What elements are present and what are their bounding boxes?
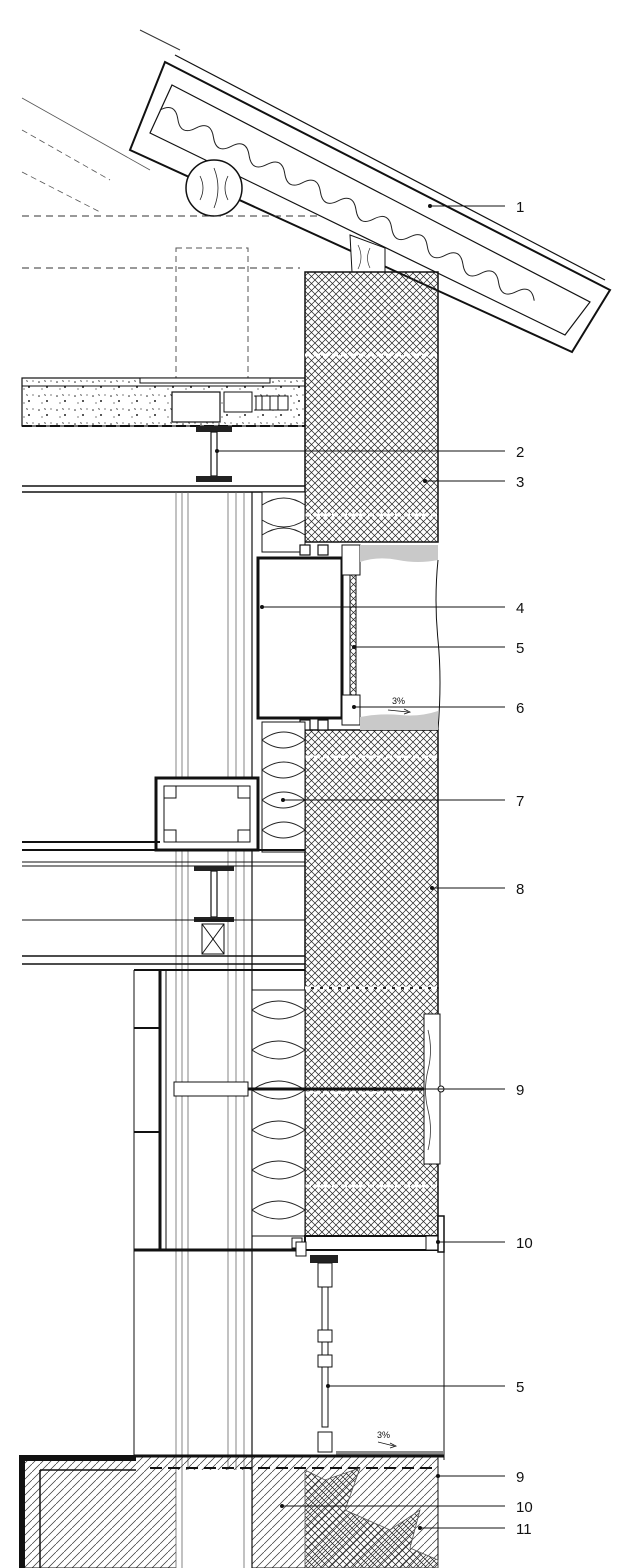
callout-5-upper: 5: [516, 640, 524, 657]
interior-mullions: [175, 492, 253, 1520]
insulation-lower: [251, 989, 306, 1237]
column-outline: [175, 247, 249, 379]
steel-beam-upper: [22, 426, 305, 493]
exterior-wall: [304, 271, 441, 1237]
callout-10-upper: 10: [516, 1235, 533, 1252]
slope-label-lower: 3%: [377, 1430, 390, 1440]
callout-10-lower: 10: [516, 1499, 533, 1516]
callout-5-lower: 5: [516, 1379, 524, 1396]
window-lower: 3%: [291, 1215, 445, 1460]
insulation-mid: [261, 721, 306, 853]
callout-7: 7: [516, 793, 524, 810]
callout-2: 2: [516, 444, 524, 461]
callout-8: 8: [516, 881, 524, 898]
callout-4: 4: [516, 600, 524, 617]
callout-11: 11: [516, 1521, 532, 1538]
foundation: [19, 1454, 444, 1568]
window-upper: 3%: [256, 544, 438, 731]
callout-6: 6: [516, 700, 524, 717]
callout-leaders: [215, 204, 505, 1530]
callout-3: 3: [516, 474, 524, 491]
upper-floor-slab: [21, 377, 306, 427]
callout-9-lower: 9: [516, 1469, 524, 1486]
insulation-upper: [261, 491, 306, 553]
callout-numbers: 1 2 3 4 5 6 7 8 9 10 5 9 10 11: [516, 199, 533, 1538]
roof-assembly: [21, 29, 612, 354]
slope-label-upper: 3%: [392, 696, 405, 706]
callout-9-upper: 9: [516, 1082, 524, 1099]
mid-floor: [22, 841, 305, 965]
callout-1: 1: [516, 199, 524, 216]
lower-frame: [133, 969, 305, 1456]
duct-box: [154, 776, 260, 852]
